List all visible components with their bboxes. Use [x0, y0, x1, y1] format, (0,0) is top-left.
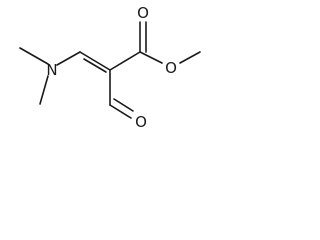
bond-c-c-double: [79, 51, 111, 71]
ester-ether-oxygen-label: O: [165, 59, 177, 77]
bond-n-vinyl: [56, 51, 81, 66]
aldehyde-oxygen-label: O: [135, 113, 147, 131]
ester-carbonyl-oxygen-label: O: [137, 4, 149, 22]
bond-aldehyde-c-o-double-inner: [113, 98, 134, 112]
bond-ester-c-o-single: [139, 51, 163, 64]
bond-c-ester-carbon: [109, 51, 141, 71]
bond-n-methyl-lower: [39, 75, 49, 105]
structure-diagram: N O O O: [19, 4, 201, 131]
bond-aldehyde-c-o-double: [109, 104, 132, 119]
bond-o-methyl: [179, 51, 201, 64]
bond-c-c-double-inner: [83, 58, 107, 73]
nitrogen-atom-label: N: [46, 61, 57, 79]
bond-n-methyl-upper: [19, 47, 49, 65]
